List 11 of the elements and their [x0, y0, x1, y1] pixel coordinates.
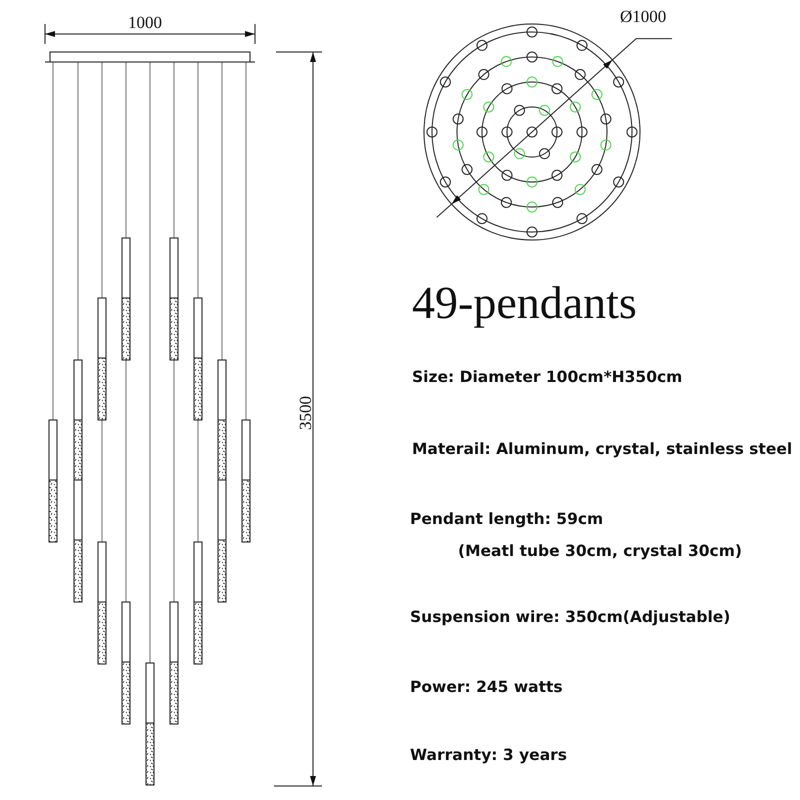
spec-text: Pendant length: 59cm — [410, 510, 604, 528]
spec-text: (Meatl tube 30cm, crystal 30cm) — [458, 542, 742, 560]
spec-text: Suspension wire: 350cm(Adjustable) — [410, 608, 730, 626]
dimension-label: Ø1000 — [620, 7, 666, 27]
spec-text: Materail: Aluminum, crystal, stainless steel — [412, 440, 792, 458]
heading: 49-pendants — [412, 276, 637, 329]
dimension-label: 3500 — [296, 396, 316, 430]
spec-text: Power: 245 watts — [410, 678, 563, 696]
dimension-label: 1000 — [128, 13, 162, 33]
spec-text: Warranty: 3 years — [410, 746, 568, 764]
spec-text: Size: Diameter 100cm*H350cm — [412, 368, 682, 386]
